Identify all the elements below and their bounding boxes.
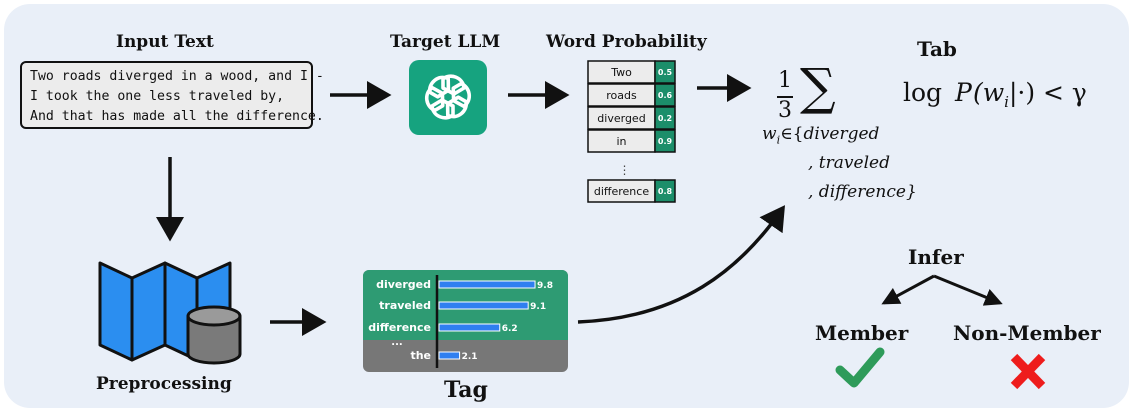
summation-symbol: ∑: [800, 58, 836, 116]
checkmark-icon: [835, 347, 885, 388]
arrow-tag-to-formula: [577, 205, 785, 324]
tab-label: Tab: [917, 37, 957, 61]
tag-value-label: 9.1: [530, 302, 546, 312]
formula-wi: (w: [973, 78, 1005, 107]
prob-ellipsis: ⋮: [619, 163, 631, 177]
tag-word-label: the: [410, 349, 431, 362]
prob-value-text: 0.9: [658, 137, 673, 146]
tag-value-label: 6.2: [502, 324, 518, 334]
tag-word-label: traveled: [379, 299, 431, 312]
tag-word-label: diverged: [376, 278, 431, 291]
index-diverged: diverged: [803, 124, 880, 144]
prob-word-text: roads: [606, 89, 637, 102]
tag-bar: [438, 280, 536, 289]
prob-value-text: 0.8: [658, 187, 673, 196]
summation-index: wi∈{diverged: [762, 124, 879, 146]
index-traveled: , traveled: [808, 153, 890, 173]
tag-panel-green-fill: [363, 334, 568, 340]
input-text-label: Input Text: [116, 32, 214, 52]
non-member-label: Non-Member: [953, 321, 1101, 345]
formula-p: P: [955, 78, 972, 107]
tag-ellipsis: ...: [391, 337, 402, 348]
prob-value-text: 0.6: [658, 91, 673, 100]
prob-value-cell: [654, 179, 676, 203]
word-probability-label: Word Probability: [546, 32, 707, 52]
member-label: Member: [815, 321, 909, 345]
input-text-line: I took the one less traveled by,: [30, 89, 285, 104]
tag-bar-chart: diverged 9.8 traveled 9.1 difference 6.2 the 2.…: [363, 270, 568, 372]
arrow-infer-to-non-member: [933, 274, 1003, 306]
prob-value-text: 0.5: [658, 68, 673, 77]
tag-label: Tag: [444, 377, 488, 403]
tag-value-label: 2.1: [462, 352, 478, 362]
preprocessing-label: Preprocessing: [96, 374, 232, 394]
input-text-box: Two roads diverged in a wood, and I - I …: [20, 61, 324, 129]
prob-value-text: 0.2: [658, 114, 672, 123]
openai-logo-icon: [409, 60, 487, 135]
prob-value-cell: [654, 60, 676, 84]
prob-value-cell: [654, 106, 676, 130]
prob-value-cell: [654, 129, 676, 153]
fraction-bar: [777, 96, 793, 98]
index-w: w: [762, 124, 777, 144]
tag-bar: [438, 351, 461, 360]
formula-tail: |·) < γ: [1008, 78, 1087, 107]
prob-word-text: in: [616, 135, 626, 148]
target-llm-label: Target LLM: [390, 32, 501, 52]
prob-word-text: diverged: [597, 112, 645, 125]
prob-word-text: difference: [594, 185, 649, 198]
prob-word-text: Two: [610, 66, 632, 79]
database-cylinder-icon: [186, 305, 242, 365]
cross-icon: [1010, 353, 1046, 390]
infer-label: Infer: [908, 245, 964, 269]
input-text-line: And that has made all the difference.: [30, 109, 324, 124]
word-probability-table: Two 0.5 roads 0.6 diverged 0.2 in 0.9 difference…: [587, 60, 676, 203]
index-in: ∈{: [780, 124, 804, 144]
tag-bar: [438, 323, 501, 332]
formula-subscript-i: i: [1004, 93, 1009, 111]
tag-bar: [438, 301, 529, 310]
index-i: i: [776, 133, 781, 147]
input-text-line: Two roads diverged in a wood, and I -: [30, 69, 324, 84]
fraction-denominator: 3: [778, 98, 792, 123]
fraction-numerator: 1: [778, 68, 792, 93]
arrow-infer-to-member: [881, 274, 935, 305]
formula-log: log: [903, 78, 943, 107]
tag-word-label: difference: [368, 321, 431, 334]
formula-args: (wi|·) < γ: [973, 78, 1087, 111]
prob-value-cell: [654, 83, 676, 107]
index-difference: , difference}: [808, 182, 917, 202]
tag-value-label: 9.8: [537, 281, 553, 291]
